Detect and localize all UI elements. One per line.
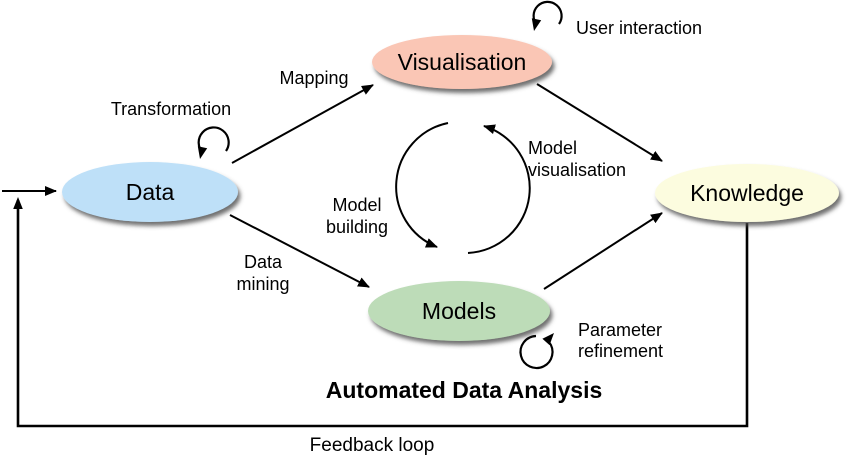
model-building-arc (395, 122, 449, 248)
node-visualisation-label: Visualisation (398, 49, 527, 75)
data-mining-label-line1: Data (244, 252, 283, 272)
node-models-label: Models (422, 298, 496, 324)
feedback-loop-arrowhead (13, 197, 23, 209)
data-mining-label: Data mining (236, 252, 289, 294)
model-visualisation-label: Model visualisation (528, 138, 626, 180)
user-interaction-loop-arrowhead (529, 18, 542, 32)
parameter-refinement-label-line2: refinement (578, 341, 663, 361)
model-visualisation-arc (467, 124, 531, 254)
transformation-self-loop (197, 126, 230, 154)
user-interaction-label: User interaction (576, 18, 702, 38)
node-knowledge-ellipse (655, 164, 839, 222)
model-visualisation-label-line2: visualisation (528, 160, 626, 180)
feedback-loop-label: Feedback loop (310, 435, 435, 456)
node-knowledge-label: Knowledge (690, 180, 804, 206)
data-mining-label-line2: mining (236, 274, 289, 294)
mapping-label: Mapping (279, 68, 348, 88)
data-mining-arrow (229, 214, 370, 288)
model-building-label-line1: Model (332, 195, 381, 215)
parameter-refinement-self-loop (519, 334, 554, 370)
user-interaction-self-loop (532, 0, 563, 26)
diagram-title: Automated Data Analysis (326, 377, 603, 403)
model-building-label-line2: building (326, 217, 388, 237)
mapping-arrow (231, 84, 374, 164)
feedback-loop-arrow (16, 200, 749, 428)
node-data-ellipse (62, 162, 238, 222)
node-models-ellipse (368, 281, 550, 341)
parameter-refinement-label-line1: Parameter (578, 320, 662, 340)
model-building-label: Model building (326, 195, 388, 237)
node-visualisation-ellipse (372, 35, 552, 89)
node-data-label: Data (126, 179, 175, 205)
models-to-knowledge-arrow (543, 212, 663, 290)
visualisation-to-knowledge-arrow (536, 83, 663, 162)
transformation-loop-arrowhead (195, 146, 208, 160)
transformation-label: Transformation (111, 99, 231, 119)
model-visualisation-label-line1: Model (528, 138, 577, 158)
parameter-refinement-loop-arrowhead (542, 329, 558, 346)
parameter-refinement-label: Parameter refinement (578, 320, 663, 361)
